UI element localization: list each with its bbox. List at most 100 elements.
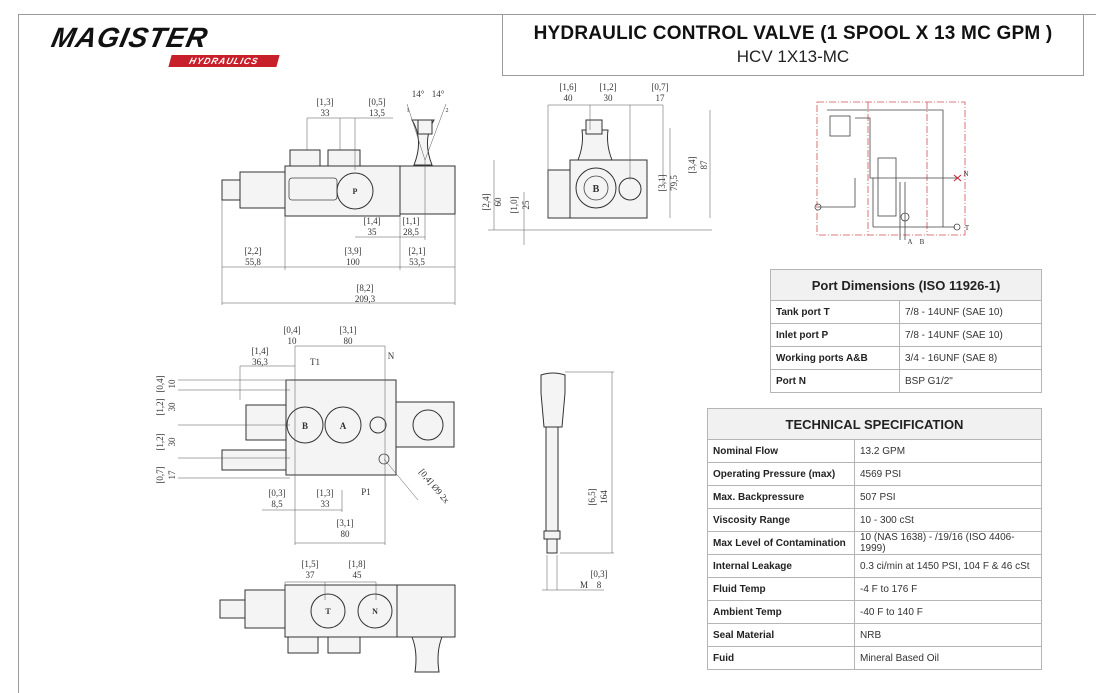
dim-label: [1,8] [348,559,365,569]
row-label: Working ports A&B [770,346,900,370]
dim-label: [1,3] [316,97,333,107]
lever-drawing: [6,5]164 M [0,3] 8 [540,371,614,591]
row-label: Seal Material [707,623,855,647]
port-n-circle [357,593,393,629]
hydraulic-schematic: N T A B [814,101,970,246]
row-value: 3/4 - 16UNF (SAE 8) [899,346,1042,370]
port-n-plug [369,416,387,434]
angle-left-label: 14° [412,89,425,99]
row-value: -40 F to 140 F [854,600,1042,624]
row-value: -4 F to 176 F [854,577,1042,601]
dim-label: 28,5 [403,227,419,237]
page-title: HYDRAULIC CONTROL VALVE (1 SPOOL X 13 MC… [533,23,1053,44]
dim-label: 37 [306,570,316,580]
port-n-plug-icon [953,174,962,182]
dim-label: 55,8 [245,257,261,267]
table-row: Operating Pressure (max)4569 PSI [707,462,1042,486]
dim-label: [1,4] [363,216,380,226]
dim-label: [0,4] [155,375,165,392]
model-number: HCV 1X13-MC [736,47,850,66]
dim-label: 13,5 [369,108,385,118]
schematic-label-a: A [907,238,912,246]
port-t-symbol [953,223,961,231]
row-value: 10 - 300 cSt [854,508,1042,532]
gauge-symbol [900,212,910,222]
dim-label: [2,1] [408,246,425,256]
section-divider [867,102,928,235]
port-p-circle [336,172,374,210]
dim-label: 209,3 [355,294,376,304]
angle-right-label: 14° [432,89,445,99]
port-dimensions-table: Port Dimensions (ISO 11926-1) Tank port … [770,269,1042,393]
dim-label: [1,1] [402,216,419,226]
dimension-lines [178,345,419,545]
port-b-label: B [302,421,308,431]
dim-label: 40 [564,93,574,103]
row-label: Fuid [707,646,855,670]
row-label: Viscosity Range [707,508,855,532]
schematic-label-n: N [963,170,968,178]
dim-label: [0,5] [368,97,385,107]
dim-label: [1,3] [316,488,333,498]
row-value: 7/8 - 14UNF (SAE 10) [899,300,1042,324]
dim-label: 8 [597,580,602,590]
dim-label: [2,4] [481,193,491,210]
dim-label: [1,6] [559,82,576,92]
dim-label: 53,5 [409,257,425,267]
row-value: 13.2 GPM [854,439,1042,463]
port-b-label: B [593,184,600,195]
port-p-label: P [353,187,358,196]
spool-end [221,179,241,201]
dim-label: [3,1] [339,325,356,335]
dim-label: 10 [288,336,298,346]
dim-label: [0,7] [155,466,165,483]
port-t1-label: T1 [310,357,320,367]
dim-label: 36,3 [252,357,268,367]
thread-label: M [580,580,588,590]
dim-label: [1,2] [155,433,165,450]
position-2-label: 2 [446,108,449,114]
port-a-label: A [340,421,347,431]
dim-label: [2,2] [244,246,261,256]
dimension-lines [284,581,377,600]
dim-label: [6,5] [587,488,597,505]
row-value: 507 PSI [854,485,1042,509]
mounting-hole [378,453,390,465]
row-label: Nominal Flow [707,439,855,463]
port-dimensions-title: Port Dimensions (ISO 11926-1) [770,269,1042,301]
lever-thread [546,538,558,554]
dim-label: [3,1] [336,518,353,528]
spool-cap [244,589,286,629]
lever-housing [396,584,456,638]
spool-end [221,449,288,471]
lever-boot [577,129,613,161]
title-block: HYDRAULIC CONTROL VALVE (1 SPOOL X 13 MC… [502,14,1084,76]
row-value: NRB [854,623,1042,647]
port-p1-label: P1 [361,487,371,497]
lever-grip [540,372,566,428]
hole-dim-label: [0,4] Ø9 2x [417,467,452,506]
spool-valve-symbol [877,157,897,217]
lever-rod [545,426,559,532]
dim-label: [1,2] [599,82,616,92]
dim-label: 8,5 [271,499,283,509]
dim-label: [8,2] [356,283,373,293]
row-label: Port N [770,369,900,393]
row-label: Max Level of Contamination [707,531,855,555]
angle-lines [406,103,447,161]
row-label: Internal Leakage [707,554,855,578]
dim-label: 33 [321,499,331,509]
port-p-symbol [814,203,822,211]
dim-label: 30 [167,402,177,412]
dim-label: 164 [599,490,609,504]
dim-label: [3,4] [687,156,697,173]
end-cap-circle [575,167,617,209]
port-n-label: N [388,351,395,361]
